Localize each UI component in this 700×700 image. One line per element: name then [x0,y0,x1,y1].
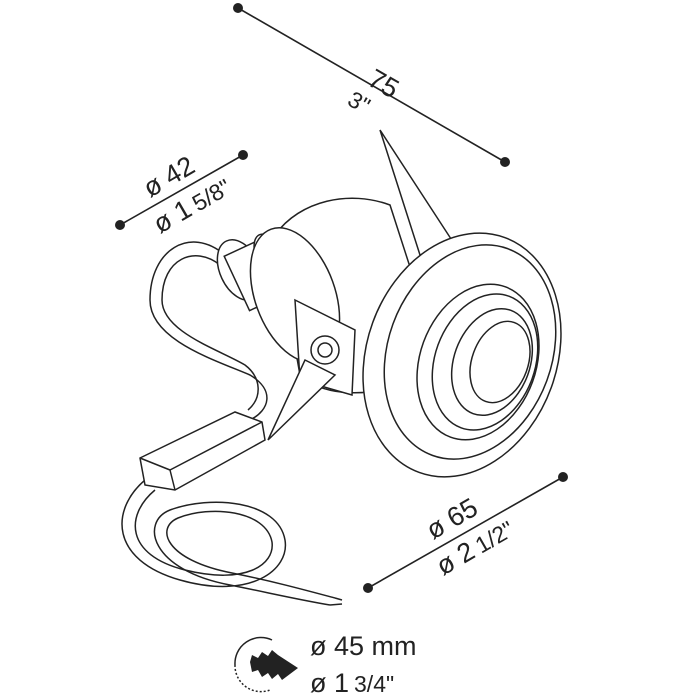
cutout-metric: ø 45 mm [310,631,417,661]
gland-imperial-fraction: 5/8" [188,174,236,217]
flange-imperial-fraction: 1/2" [471,516,519,559]
spring-clip-bottom [267,358,337,441]
cable [121,241,343,606]
cutout-imperial-fraction: 3/4" [354,671,394,697]
dimension-cable-gland: ø 42 ø 15/8" [115,150,248,239]
dimension-flange: ø 65 ø 21/2" [363,472,568,593]
cable-junction [139,411,266,491]
cutout-imperial-whole: ø 1 [310,668,349,698]
flange [362,232,562,478]
hole-saw-icon [234,636,298,693]
dimension-length: 75 3" [233,3,510,167]
